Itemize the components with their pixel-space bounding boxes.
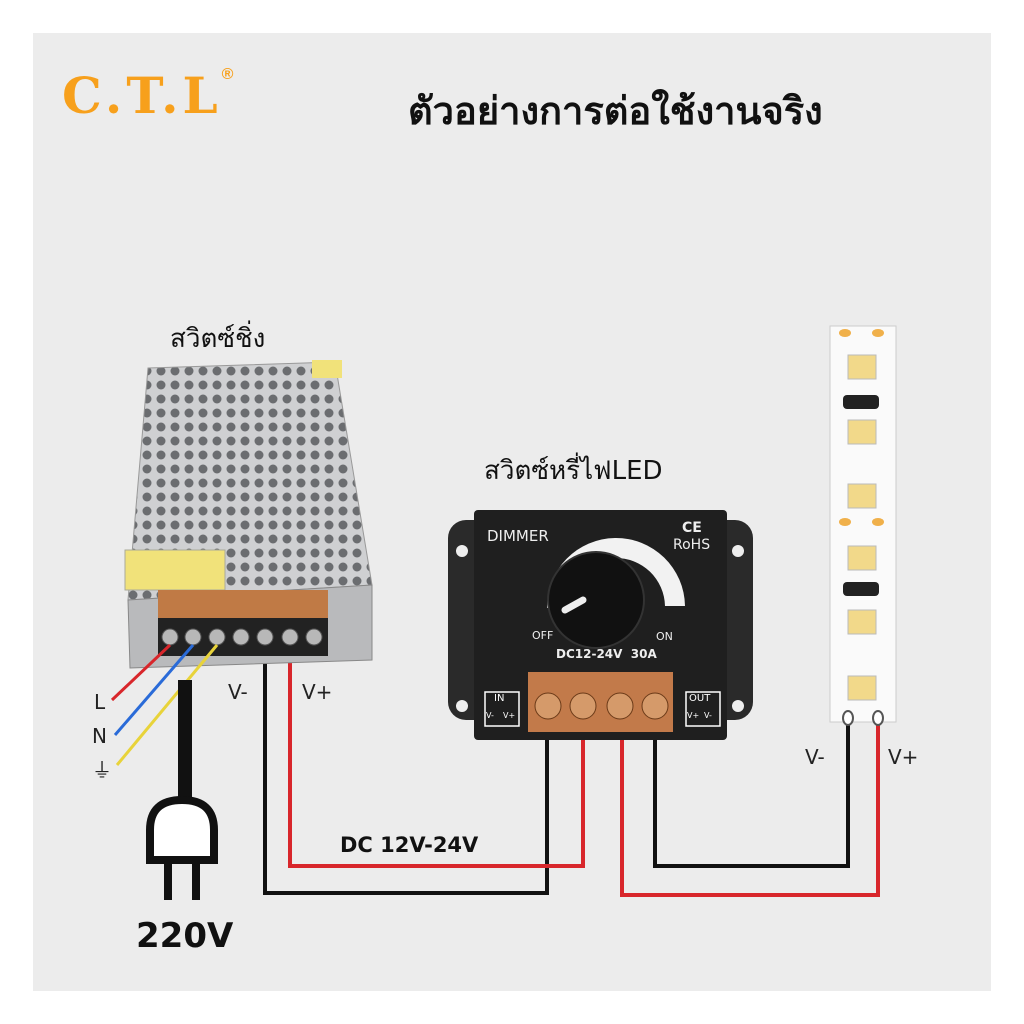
ctl-logo: C.T.L® xyxy=(62,66,233,125)
power-supply xyxy=(124,360,373,669)
wire-red-dimmer-to-strip xyxy=(620,718,880,897)
page-title: ตัวอย่างการต่อใช้งานจริง xyxy=(408,89,823,133)
label-dc-voltage: DC 12V-24V xyxy=(340,833,479,857)
plug-icon xyxy=(146,795,218,900)
label-strip-vminus: V- xyxy=(805,745,825,769)
ce-mark: CE xyxy=(682,520,702,536)
dimmer-out-pin: V+ xyxy=(687,711,700,720)
registered-mark: ® xyxy=(221,66,234,83)
wire-black-ps-to-dimmer xyxy=(263,640,549,895)
dimmer-on-label: ON xyxy=(656,630,673,643)
dimmer-rating: DC12-24V 30A xyxy=(556,647,657,661)
label-ps-vplus: V+ xyxy=(302,680,333,704)
ground-icon: ⏚ xyxy=(92,758,112,782)
label-live: L xyxy=(94,690,106,714)
dimmer-knob[interactable] xyxy=(547,551,645,649)
dimmer-in-pin: V+ xyxy=(503,711,516,720)
dimmer-in-pin: V- xyxy=(486,711,494,720)
dimmer-device xyxy=(448,510,753,740)
dimmer-out-label: OUT xyxy=(689,693,711,704)
label-ps-vminus: V- xyxy=(228,680,248,704)
wire-black-dimmer-to-strip xyxy=(653,718,850,868)
ps-sticker xyxy=(312,360,342,378)
ps-label-sticker xyxy=(124,549,226,591)
logo-text: C.T.L xyxy=(62,66,222,125)
rohs-mark: RoHS xyxy=(673,537,711,553)
label-dimmer: สวิตซ์หรี่ไฟLED xyxy=(484,456,663,486)
dimmer-off-label: OFF xyxy=(532,629,554,642)
ac-cable xyxy=(110,643,219,800)
dimmer-brand: DIMMER xyxy=(487,527,549,545)
label-neutral: N xyxy=(92,724,107,748)
wires xyxy=(263,640,880,897)
label-power-supply: สวิตซ์ชิ่ง xyxy=(170,324,266,354)
wire-red-ps-to-dimmer xyxy=(288,640,585,868)
dimmer-in-label: IN xyxy=(494,693,505,704)
label-ac-voltage: 220V xyxy=(136,916,234,956)
label-strip-vplus: V+ xyxy=(888,745,919,769)
led-strip xyxy=(829,325,897,726)
dimmer-out-pin: V- xyxy=(704,711,712,720)
